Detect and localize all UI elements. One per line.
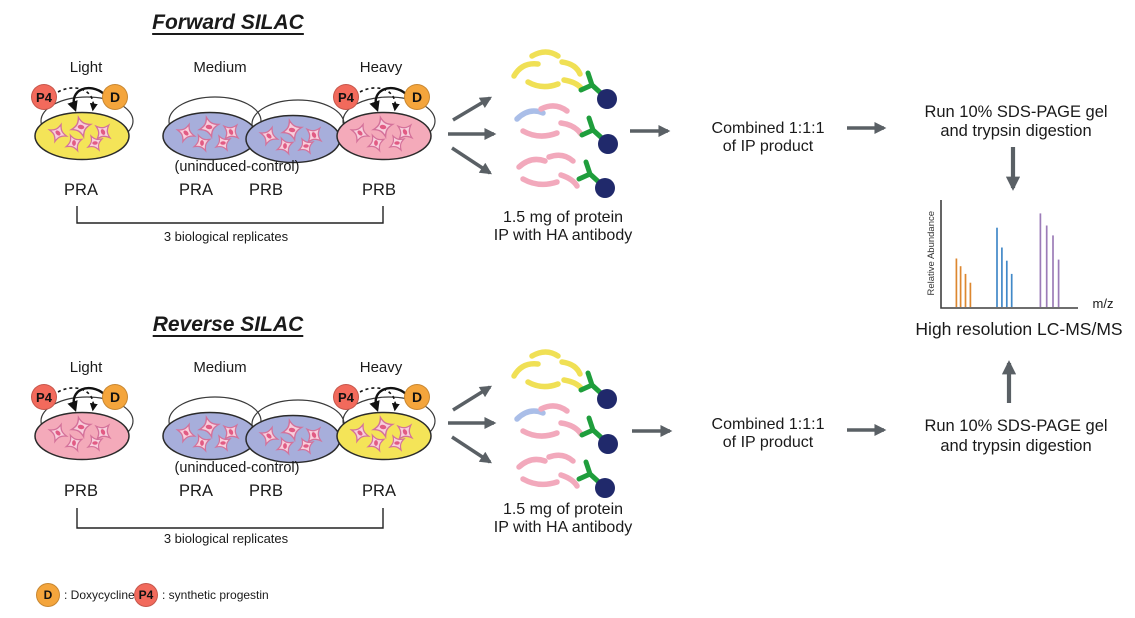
induction-arrows-icon xyxy=(360,88,406,109)
cell-line-label: PRB xyxy=(362,181,396,199)
ha-antibody-bead-icon xyxy=(579,462,615,498)
ha-antibody-bead-icon xyxy=(579,162,615,198)
fan-arrows-reverse xyxy=(448,385,497,464)
induction-arrows-icon xyxy=(58,388,104,409)
cell-line-label: PRA xyxy=(179,181,213,199)
light-protein-icon xyxy=(514,52,581,88)
d-badge: D xyxy=(404,384,430,410)
cell-line-label: PRB xyxy=(249,181,283,199)
forward-silac-title: Forward SILAC xyxy=(152,11,304,34)
gel-text-reverse: and trypsin digestion xyxy=(940,437,1092,455)
replicates-label-forward: 3 biological replicates xyxy=(163,229,289,244)
d-badge: D xyxy=(404,84,430,110)
combined-text-forward: of IP product xyxy=(722,138,814,155)
label-heavy-reverse: Heavy xyxy=(359,359,403,376)
cell-line-label: PRB xyxy=(64,482,98,500)
ha-antibody-bead-icon xyxy=(581,373,617,409)
label-heavy-forward: Heavy xyxy=(359,59,403,76)
dish-medium-a-forward xyxy=(163,97,261,160)
d-badge: D xyxy=(102,384,128,410)
d-badge: D xyxy=(102,84,128,110)
combined-text-reverse: Combined 1:1:1 xyxy=(711,416,825,433)
ha-antibody-bead-icon xyxy=(581,73,617,109)
combined-text-forward: Combined 1:1:1 xyxy=(711,120,825,137)
cell-line-label: PRB xyxy=(249,482,283,500)
light-protein-icon xyxy=(514,352,581,388)
spectrum-axes xyxy=(940,200,1078,309)
ha-antibody-bead-icon xyxy=(582,118,618,154)
ip-products-forward xyxy=(514,52,618,198)
spectrum-xlabel: m/z xyxy=(1092,296,1114,311)
lcms-caption: High resolution LC-MS/MS xyxy=(915,319,1123,339)
p4-badge: P4 xyxy=(31,84,57,110)
label-light-forward: Light xyxy=(69,59,103,76)
cell-line-label: PRA xyxy=(362,482,396,500)
dish-medium-b-forward xyxy=(246,100,344,163)
replicates-label-reverse: 3 biological replicates xyxy=(163,531,289,546)
cell-line-label: PRA xyxy=(64,181,98,199)
uninduced-control-reverse: (uninduced-control) xyxy=(174,460,300,476)
p4-badge-legend: P4 xyxy=(134,583,158,607)
gel-text-reverse: Run 10% SDS-PAGE gel xyxy=(924,417,1108,435)
replicates-bracket-reverse xyxy=(76,508,384,529)
gel-text-forward: Run 10% SDS-PAGE gel xyxy=(924,103,1108,121)
spectrum-ylabel: Relative Abundance xyxy=(925,210,937,296)
ip-text-forward: 1.5 mg of protein xyxy=(502,209,624,226)
induction-arrows-icon xyxy=(360,388,406,409)
cell-line-label: PRA xyxy=(179,482,213,500)
dish-medium-b-reverse xyxy=(246,400,344,463)
ip-text-reverse: 1.5 mg of protein xyxy=(502,501,624,518)
label-light-reverse: Light xyxy=(69,359,103,376)
ip-products-reverse xyxy=(514,352,618,498)
ha-antibody-bead-icon xyxy=(582,418,618,454)
spectrum-peaks xyxy=(955,213,1060,307)
medium-protein-icon xyxy=(517,106,581,136)
legend-progestin: : synthetic progestin xyxy=(162,588,269,602)
heavy-protein-icon xyxy=(519,455,577,486)
fan-arrows-forward xyxy=(448,96,497,175)
forward-dishes xyxy=(35,88,435,163)
gel-text-forward: and trypsin digestion xyxy=(940,122,1092,140)
uninduced-control-forward: (uninduced-control) xyxy=(174,159,300,175)
legend-doxycycline: : Doxycycline xyxy=(64,588,135,602)
label-medium-forward: Medium xyxy=(193,59,247,76)
dish-medium-a-reverse xyxy=(163,397,261,460)
flow-arrows xyxy=(630,122,887,437)
reverse-silac-title: Reverse SILAC xyxy=(152,313,304,336)
ip-text-reverse: IP with HA antibody xyxy=(493,519,633,536)
combined-text-reverse: of IP product xyxy=(722,434,814,451)
p4-badge: P4 xyxy=(31,384,57,410)
ip-text-forward: IP with HA antibody xyxy=(493,227,633,244)
replicates-bracket-forward xyxy=(76,206,384,224)
heavy-protein-icon xyxy=(519,155,577,186)
label-medium-reverse: Medium xyxy=(193,359,247,376)
p4-badge: P4 xyxy=(333,84,359,110)
induction-arrows-icon xyxy=(58,88,104,109)
reverse-dishes xyxy=(35,388,435,463)
d-badge-legend: D xyxy=(36,583,60,607)
medium-protein-icon xyxy=(517,406,581,436)
p4-badge: P4 xyxy=(333,384,359,410)
